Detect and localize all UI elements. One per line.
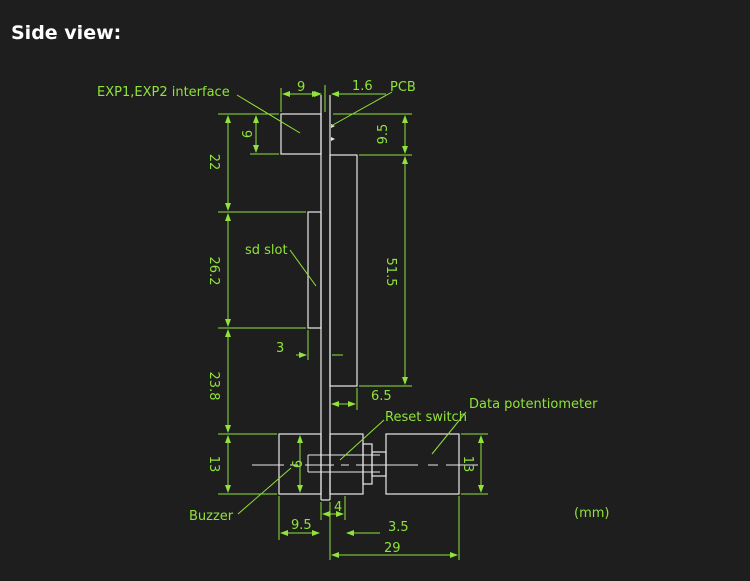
- dim-exp-width: 9: [297, 80, 305, 95]
- dim-total-29: 29: [384, 541, 401, 556]
- page-title: Side view:: [11, 22, 122, 44]
- dim-buzzer-depth: 9.5: [291, 518, 312, 533]
- pcb-outline: [320, 95, 331, 501]
- dim-board-height: 51.5: [383, 258, 398, 287]
- leader-lines: [236, 91, 467, 515]
- reset-switch-body: [307, 443, 387, 485]
- dim-sd-depth: 3: [276, 341, 284, 356]
- dim-mid-4: 4: [334, 500, 342, 515]
- dim-switch-3-5: 3.5: [388, 520, 409, 535]
- board-right-block: [329, 154, 358, 387]
- sd-slot-body: [307, 211, 322, 329]
- label-unit: (mm): [574, 506, 609, 521]
- dim-exp-height: 9: [238, 130, 253, 138]
- dim-pcb-thickness: 1.6: [352, 79, 373, 94]
- dimension-lines: [225, 91, 484, 558]
- dim-buzzer-height: 13: [206, 456, 221, 473]
- dim-sd-height: 26.2: [206, 257, 221, 286]
- label-pcb: PCB: [390, 80, 416, 95]
- label-exp-interface: EXP1,EXP2 interface: [97, 85, 230, 100]
- extension-lines: [218, 85, 488, 560]
- buzzer-body: [278, 433, 322, 495]
- dim-board-depth: 6.5: [371, 389, 392, 404]
- exp-connector: [280, 113, 322, 155]
- label-reset-switch: Reset switch: [385, 410, 467, 425]
- dim-pot-height: 13: [460, 456, 475, 473]
- potentiometer-body: [385, 433, 460, 495]
- label-data-potentiometer: Data potentiometer: [469, 397, 598, 412]
- dim-upper-gap: 22: [206, 154, 221, 171]
- dim-top-right-height: 9.5: [376, 124, 391, 145]
- label-sd-slot: sd slot: [245, 243, 288, 258]
- dim-lower-gap: 23.8: [206, 372, 221, 401]
- label-buzzer: Buzzer: [189, 509, 234, 524]
- pcb-pin-marks: [331, 124, 335, 141]
- dim-buzzer-inner: 9: [288, 460, 303, 468]
